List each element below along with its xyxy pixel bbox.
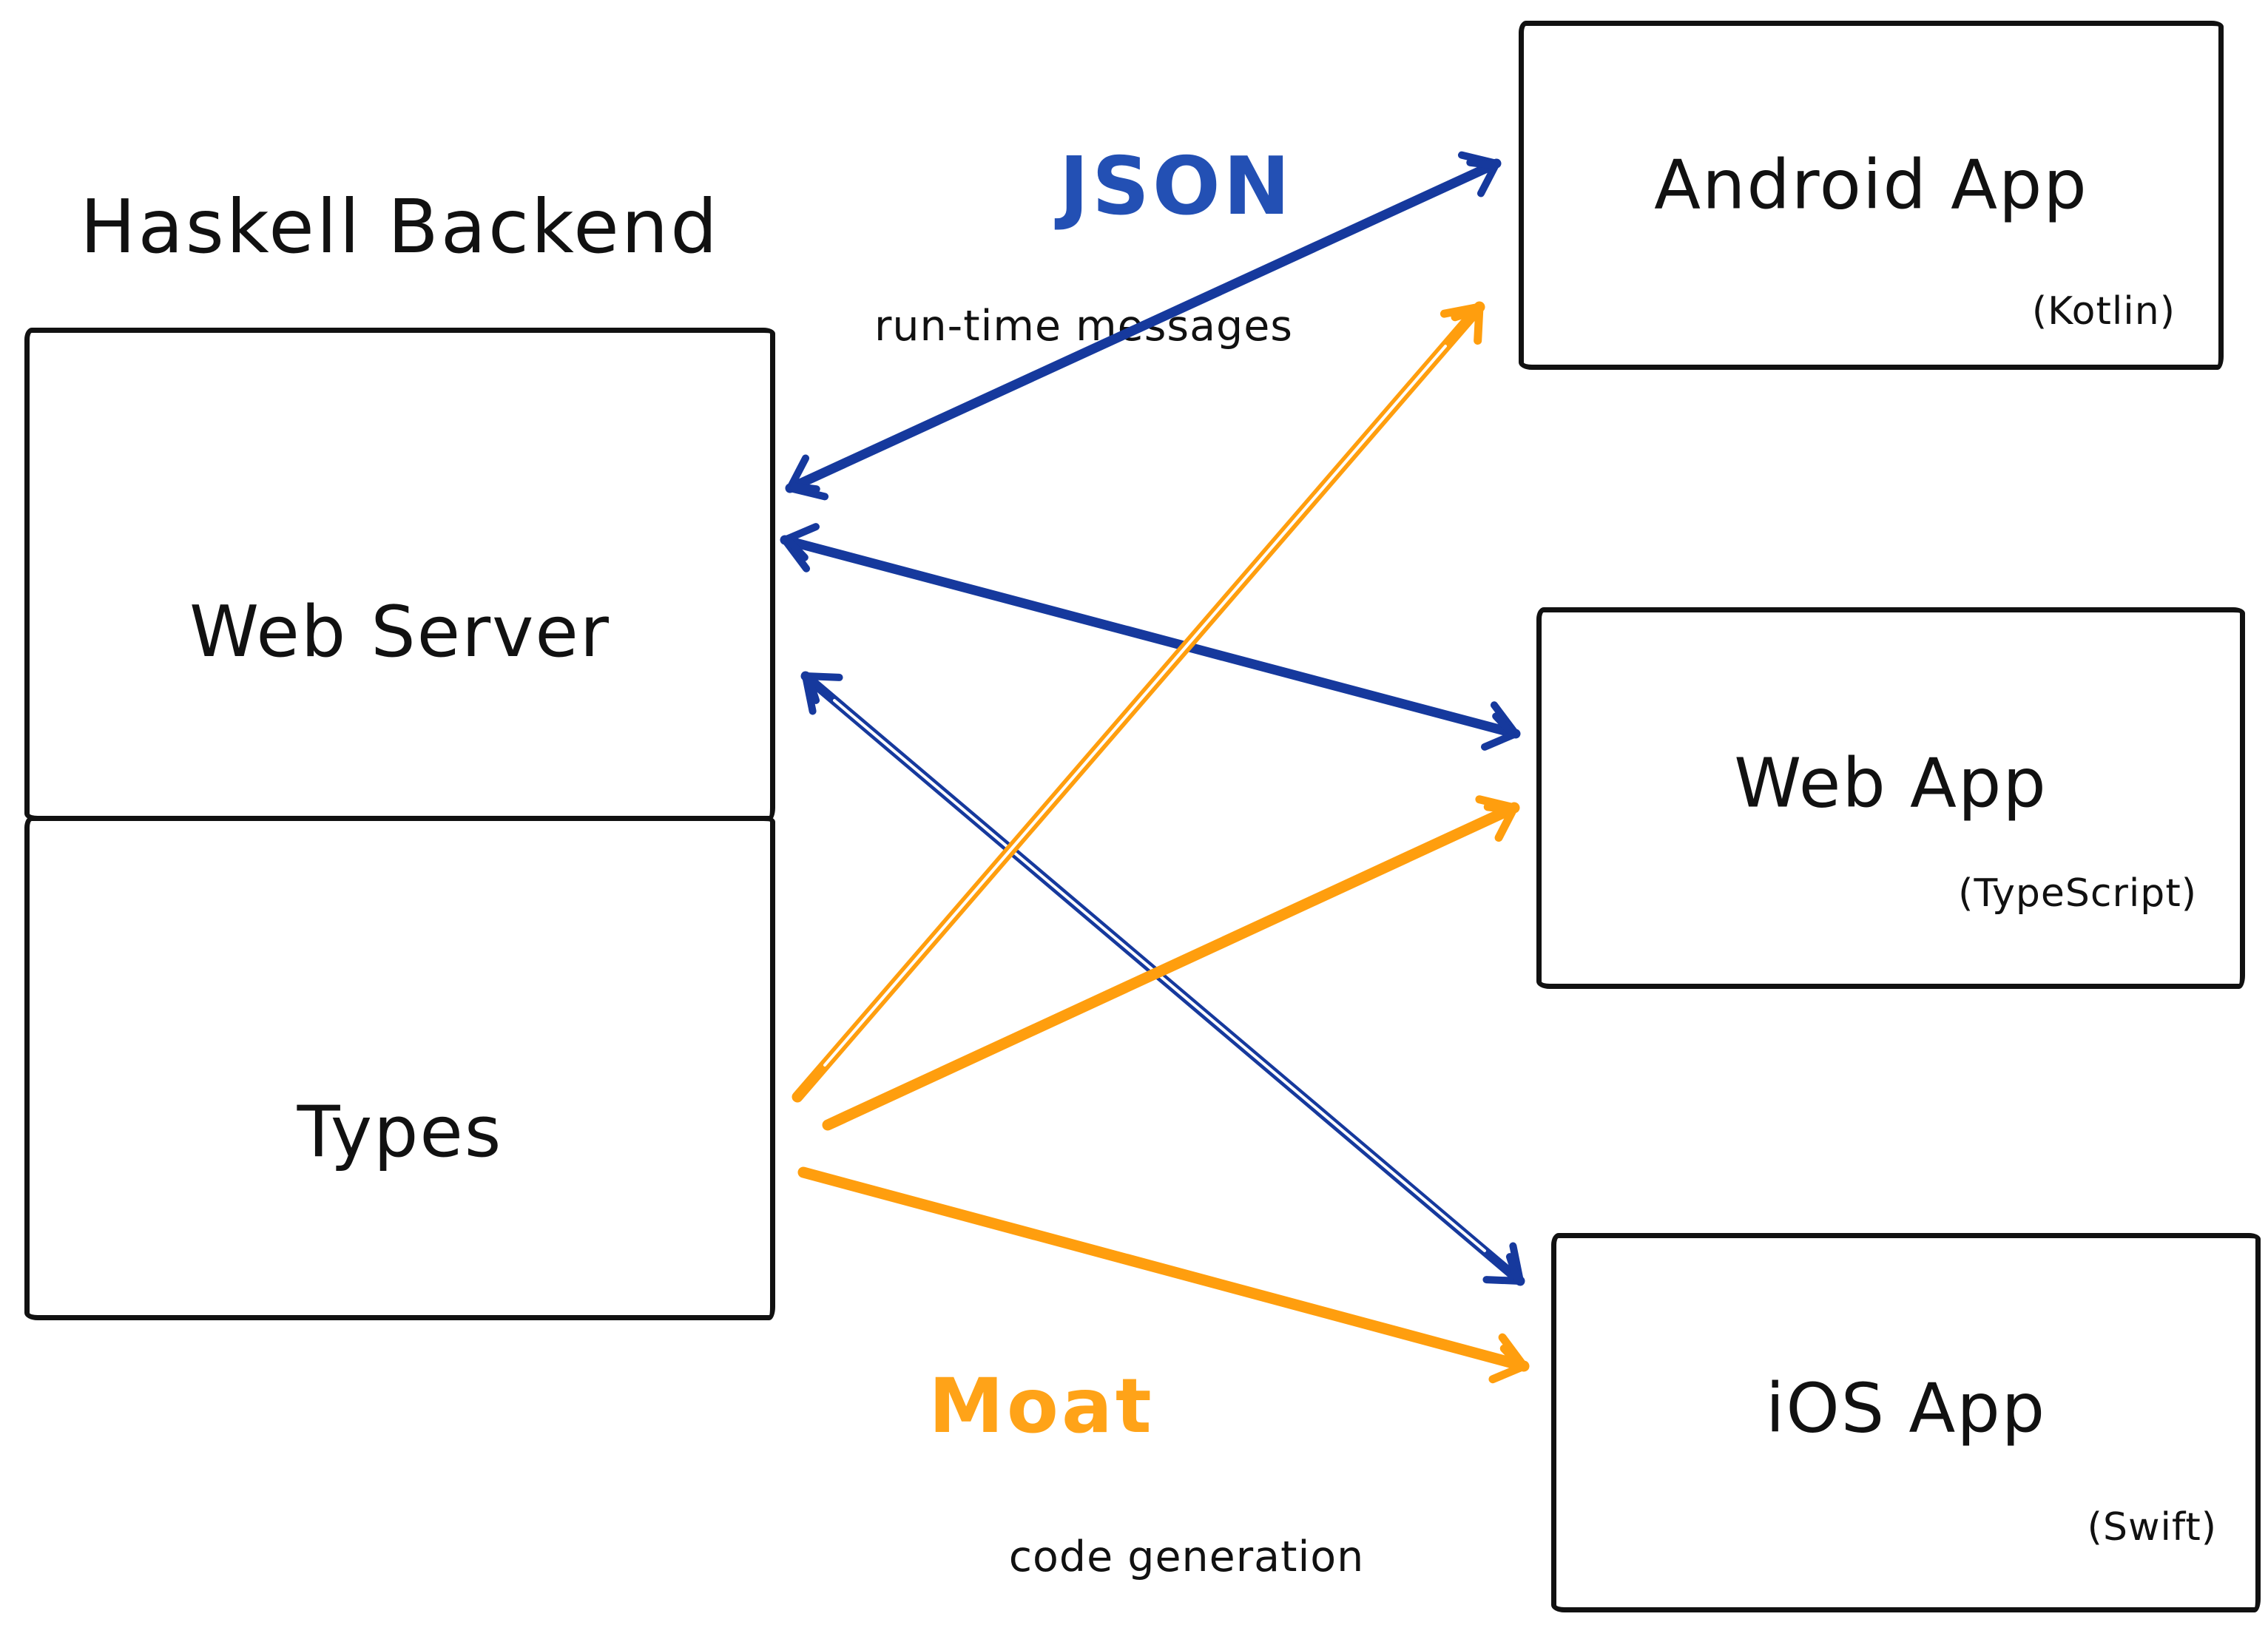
web-server-label: Web Server — [189, 591, 610, 673]
haskell-backend-title: Haskell Backend — [80, 183, 720, 270]
arrow-webserver-ios — [800, 671, 1525, 1286]
types-label: Types — [297, 1091, 503, 1173]
ios-app-label: iOS App — [1765, 1368, 2047, 1448]
arrow-types-ios — [797, 1166, 1530, 1384]
arrow-webserver-webapp — [780, 523, 1521, 751]
moat-channel-title: Moat — [928, 1362, 1155, 1450]
ios-app-box: iOS App (Swift) — [1551, 1233, 2261, 1612]
types-box: Types — [24, 816, 775, 1320]
web-server-box: Web Server — [24, 328, 775, 821]
android-app-label: Android App — [1654, 145, 2088, 225]
moat-channel-subtitle: code generation — [1008, 1533, 1365, 1581]
ios-language-label: (Swift) — [2087, 1505, 2217, 1550]
android-app-box: Android App (Kotlin) — [1519, 21, 2224, 370]
arrow-types-android — [792, 301, 1485, 1103]
web-app-language-label: (TypeScript) — [1958, 871, 2197, 916]
android-language-label: (Kotlin) — [2031, 289, 2176, 334]
json-channel-title: JSON — [1059, 141, 1294, 233]
json-channel-subtitle: run-time messages — [874, 302, 1293, 351]
arrow-types-webapp — [822, 795, 1520, 1131]
web-app-label: Web App — [1734, 743, 2048, 823]
arrow-types-android-sketch-gap — [823, 345, 1447, 1067]
web-app-box: Web App (TypeScript) — [1536, 607, 2245, 989]
arrow-webserver-ios-sketch-gap — [833, 699, 1486, 1252]
